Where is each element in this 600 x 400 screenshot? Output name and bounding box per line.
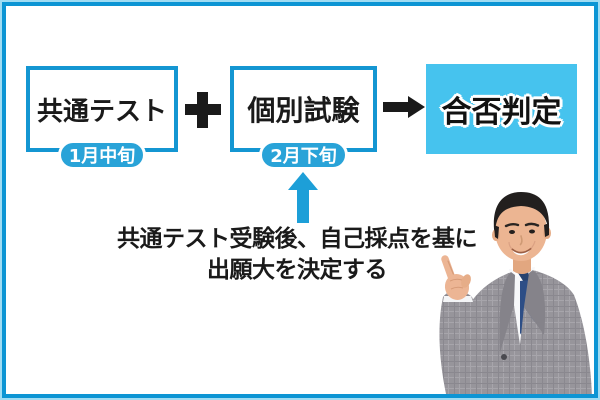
result-box-gohi-hantei: 合否判定 [426,64,577,154]
sideburn-right [544,223,549,237]
date-label: 1月中旬 [68,146,136,167]
arrow-up-shaft [297,189,309,223]
thumb [461,274,471,288]
step-label: 共通テスト [36,96,167,127]
cheek-line-right [530,240,536,249]
annotation-line-1: 共通テスト受験後、自己採点を基に [117,226,478,252]
annotation-text: 共通テスト受験後、自己採点を基に 出願大を決定する [92,224,502,286]
nose [519,235,523,246]
eye-right [529,229,535,234]
jacket-lapel-right [524,270,546,335]
suit-sleeve [439,290,508,394]
jacket-front-seam [496,307,544,394]
knuckle-lines [449,278,464,290]
annotation-line-2: 出願大を決定する [207,257,388,283]
plus-bar-vertical [197,92,208,128]
hair [493,192,550,235]
face [495,201,547,261]
arrow-up-head [288,172,318,190]
businessman-pointing-photo [439,192,592,394]
jacket-lapel-left [499,272,515,353]
result-label: 合否判定 [441,95,562,130]
eyebrow-left [504,223,520,228]
arrow-right-head [408,96,425,118]
smile-line [511,247,532,254]
step-label: 個別試験 [247,94,360,127]
date-pill-january: 1月中旬 [58,140,146,170]
plus-icon [185,92,221,128]
cheek-line-left [508,241,513,250]
step-box-kyotsu-test: 共通テスト [26,66,178,152]
jacket-button [501,354,507,360]
date-pill-february: 2月下旬 [259,140,348,170]
date-label: 2月下旬 [270,146,337,167]
step-box-kobetsu-shiken: 個別試験 [230,66,377,152]
arrow-up-icon [288,172,318,223]
smile-teeth [512,248,531,256]
arrow-right-shaft [383,102,410,112]
eyebrow-right [524,222,540,227]
eye-left [509,230,515,234]
sideburn-left [494,225,499,239]
arrow-right-icon [383,96,425,118]
